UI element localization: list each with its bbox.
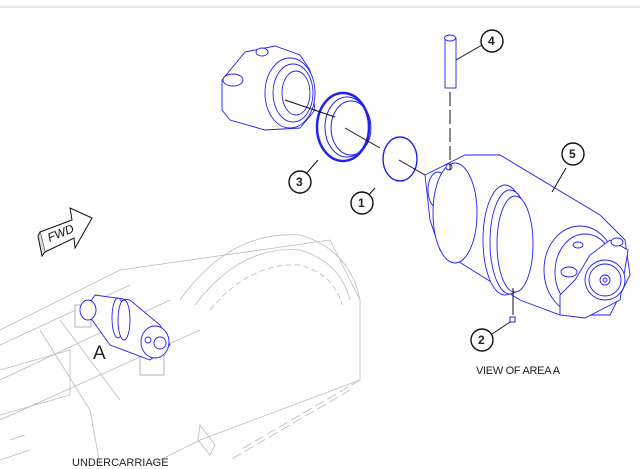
- seal-part-3: [315, 91, 372, 163]
- callout-circles: [288, 29, 585, 352]
- callout-3[interactable]: 3: [296, 175, 303, 189]
- callout-2[interactable]: 2: [478, 333, 485, 347]
- o-ring-part-1: [382, 136, 418, 182]
- plug-part-2: [509, 316, 516, 323]
- top-divider: [0, 6, 640, 8]
- pin-part-4: [444, 34, 457, 89]
- area-a-assembly: [74, 294, 171, 376]
- end-collar-left: [221, 45, 316, 131]
- callout-4[interactable]: 4: [488, 34, 495, 48]
- undercarriage-frame: [0, 234, 361, 465]
- fwd-arrow: [37, 207, 93, 258]
- callout-1[interactable]: 1: [358, 196, 365, 210]
- leader-lines: [284, 44, 567, 335]
- roller-part-5: [424, 154, 631, 319]
- view-of-area-label: VIEW OF AREA A: [476, 365, 560, 377]
- undercarriage-label: UNDERCARRIAGE: [72, 457, 169, 469]
- callout-5[interactable]: 5: [569, 147, 576, 161]
- area-a-label: A: [93, 343, 106, 364]
